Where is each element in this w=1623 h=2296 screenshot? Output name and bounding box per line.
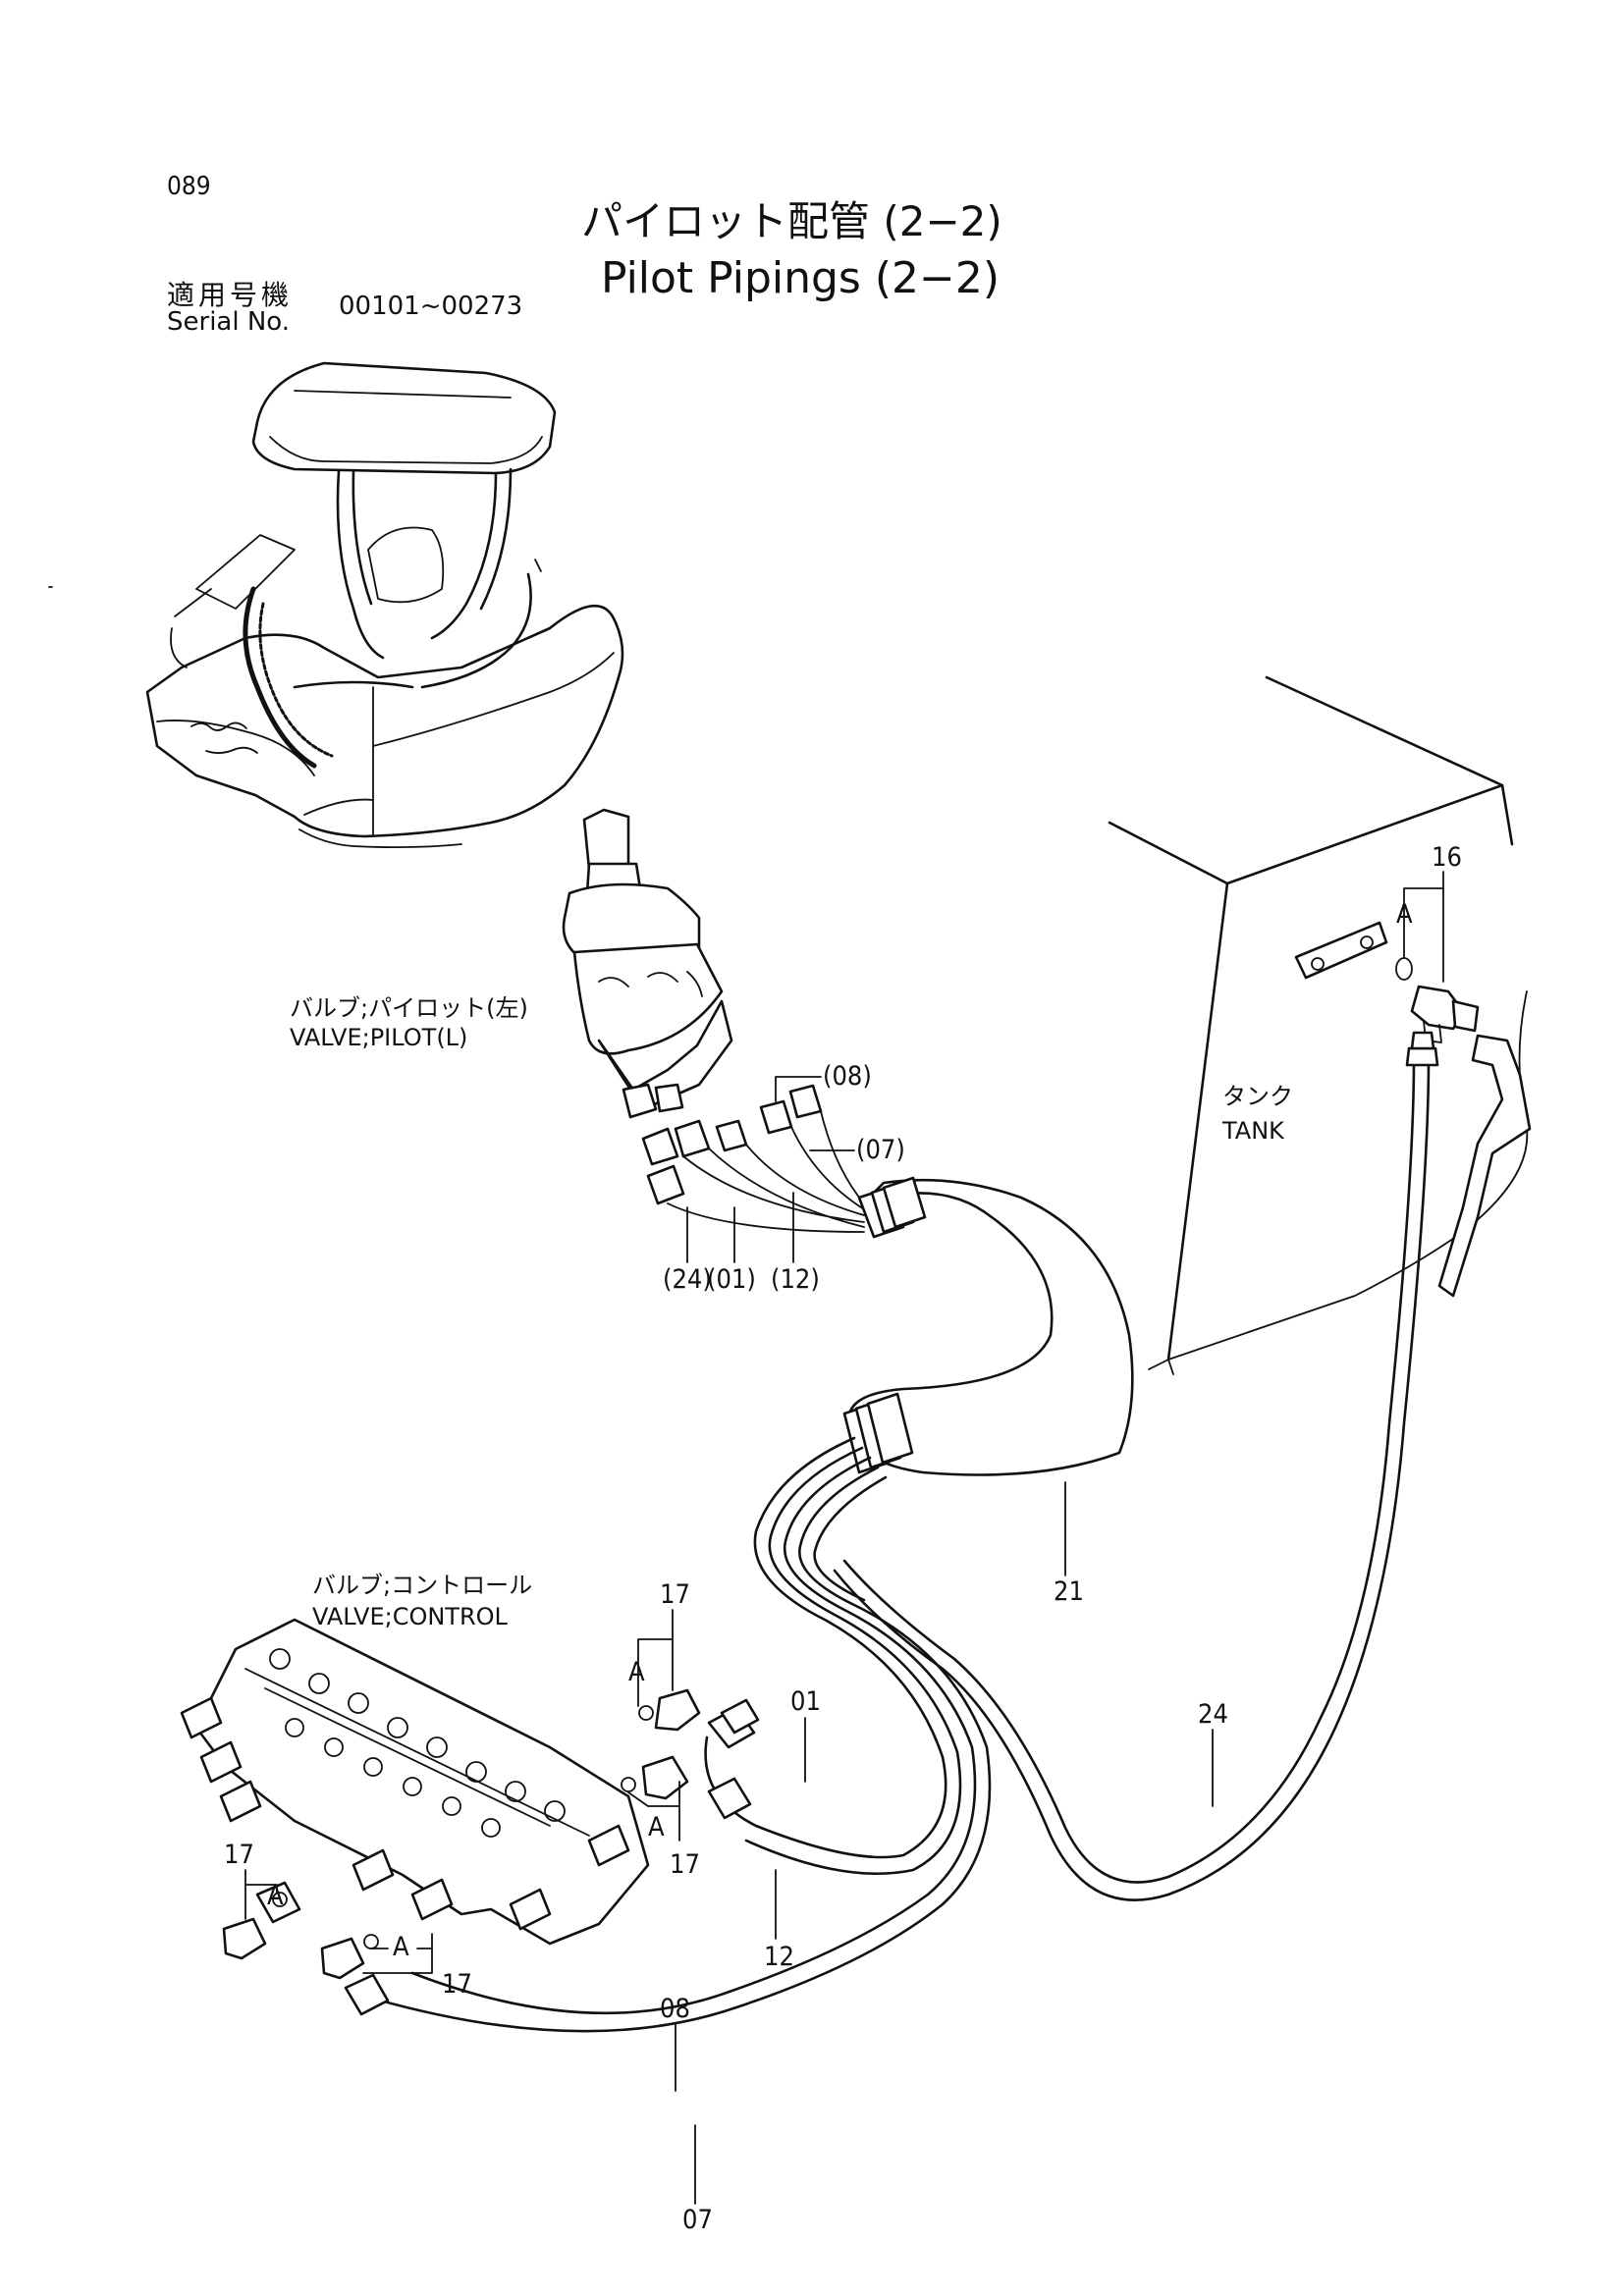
callout-12: 12: [764, 1942, 794, 1972]
control-valve-elbow-fittings-17: [222, 1688, 701, 1980]
callout-a-mid: A: [648, 1812, 665, 1842]
tank-port-flange: [1294, 921, 1388, 980]
callout-12-ref: (12): [771, 1264, 820, 1295]
callout-17-bottom: 17: [442, 1969, 472, 2000]
pilot-valve-label-japanese: バルブ;パイロット(左): [290, 994, 528, 1022]
callout-a-top: A: [628, 1657, 645, 1687]
serial-label-japanese: 適用号機: [167, 279, 293, 311]
serial-label-english: Serial No.: [167, 307, 290, 337]
title-english: Pilot Pipings (2−2): [601, 253, 1000, 303]
callout-21: 21: [1054, 1576, 1084, 1607]
callout-17-mid: 17: [670, 1849, 700, 1880]
callout-01-ref: (01): [707, 1264, 756, 1295]
callout-01: 01: [790, 1686, 821, 1717]
callout-17-top: 17: [660, 1579, 690, 1610]
control-valve-label-japanese: バルブ;コントロール: [312, 1572, 532, 1599]
control-valve: [180, 1618, 650, 1946]
callout-a-bottom: A: [393, 1932, 409, 1962]
callout-08-ref: (08): [823, 1061, 872, 1092]
hose-12-fitting: [707, 1777, 752, 1820]
tank-label-english: TANK: [1221, 1117, 1285, 1145]
callout-24: 24: [1198, 1699, 1228, 1730]
title-japanese: パイロット配管 (2−2): [581, 197, 1002, 245]
hose-24-inner: [842, 1058, 1416, 1884]
hose-08-fitting: [344, 1973, 390, 2016]
callout-16-leader: [1403, 871, 1444, 983]
tank-elbow-fitting-16: [1395, 957, 1480, 1043]
excavator-overview: [145, 361, 624, 849]
tank-return-elbow: [1437, 1034, 1532, 1298]
pilot-valve-label-english: VALVE;PILOT(L): [290, 1024, 467, 1051]
callout-16: 16: [1432, 842, 1462, 873]
pilot-hose-bundle: [352, 1436, 992, 2033]
hose-24-end-fitting: [1405, 1046, 1439, 1067]
serial-range: 00101~00273: [339, 292, 522, 321]
callout-24-ref: (24): [663, 1264, 712, 1295]
pilot-valve-fittings: [622, 1083, 823, 1205]
hydraulic-tank: タンク TANK: [1108, 675, 1529, 1375]
callout-a-tank: A: [1396, 899, 1413, 930]
control-valve-label-english: VALVE;CONTROL: [312, 1603, 509, 1630]
callout-17-left: 17: [224, 1840, 254, 1870]
callout-07: 07: [682, 2205, 713, 2235]
callout-07-ref: (07): [856, 1135, 905, 1165]
pilot-hose-bundle-top: [667, 1110, 865, 1233]
callout-a-left: A: [267, 1881, 284, 1911]
tank-label-japanese: タンク: [1222, 1083, 1293, 1110]
callout-08: 08: [660, 1994, 690, 2024]
pilot-valve-left: [562, 808, 733, 1111]
hose-07-fitting: [255, 1881, 301, 1924]
page-code: 089: [167, 172, 211, 201]
hose-24-outer: [833, 1058, 1431, 1901]
hose-01-fitting: [707, 1698, 760, 1749]
hose-protector-21: [842, 1176, 1134, 1476]
